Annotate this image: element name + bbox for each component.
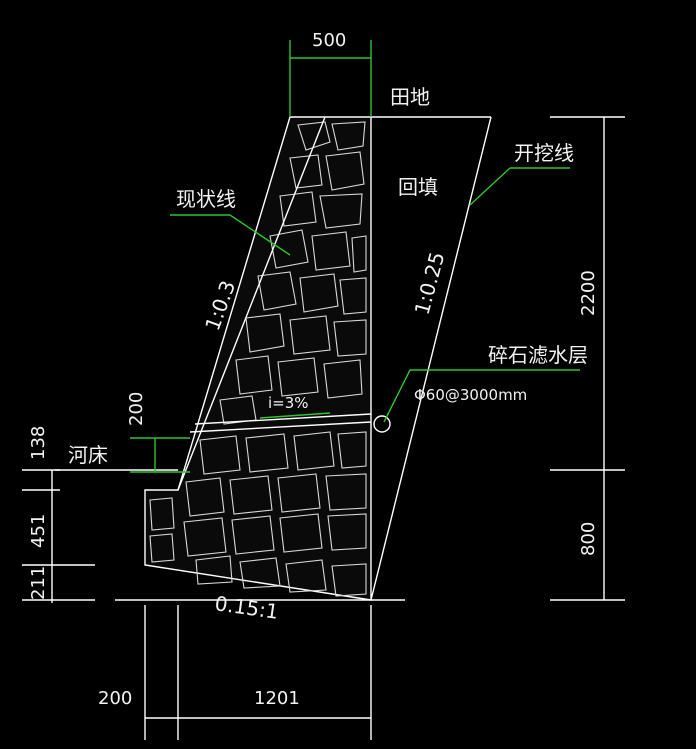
base-slope-label: 0.15:1 <box>213 591 280 624</box>
leader-gravel-diag <box>383 369 411 423</box>
dimension-right: 2200 800 <box>550 116 625 601</box>
pipe-spec-label: Φ60@3000mm <box>414 386 527 404</box>
leader-existing-line-diag <box>229 214 291 256</box>
dim-451-text: 451 <box>28 514 49 548</box>
dimension-bottom: 200 1201 <box>98 605 372 740</box>
dim-500-text: 500 <box>312 30 346 51</box>
dim-1201-text: 1201 <box>254 688 300 709</box>
backfill-label: 回填 <box>398 175 438 199</box>
leader-grade <box>259 412 331 419</box>
dimension-left: 138 451 211 <box>22 426 95 603</box>
dim-138-text: 138 <box>28 426 49 460</box>
dim-200-left-text: 200 <box>126 392 147 426</box>
drain-layer-top <box>194 413 372 425</box>
drain-pipe-symbol <box>373 415 391 433</box>
gravel-layer-label: 碎石滤水层 <box>488 343 588 367</box>
dimension-top-500: 500 <box>289 30 372 117</box>
dim-211-text: 211 <box>28 566 49 600</box>
existing-ground-line <box>177 116 326 491</box>
masonry-stones-upper <box>219 121 367 425</box>
masonry-stones-lower <box>149 431 367 597</box>
dim-200-bottom-text: 200 <box>98 688 132 709</box>
dimension-drain-200: 200 <box>126 392 190 473</box>
dim-800-text: 800 <box>578 522 599 556</box>
leader-excavation-diag <box>469 167 511 206</box>
excavation-label: 开挖线 <box>514 141 574 165</box>
dim-2200-text: 2200 <box>578 270 599 316</box>
grade-label: i=3% <box>268 394 309 412</box>
excavation-line <box>370 116 492 601</box>
riverbed-label: 河床 <box>68 443 108 467</box>
field-label: 田地 <box>390 85 430 109</box>
existing-line-label: 现状线 <box>176 187 236 211</box>
drain-layer-bottom <box>189 421 372 433</box>
